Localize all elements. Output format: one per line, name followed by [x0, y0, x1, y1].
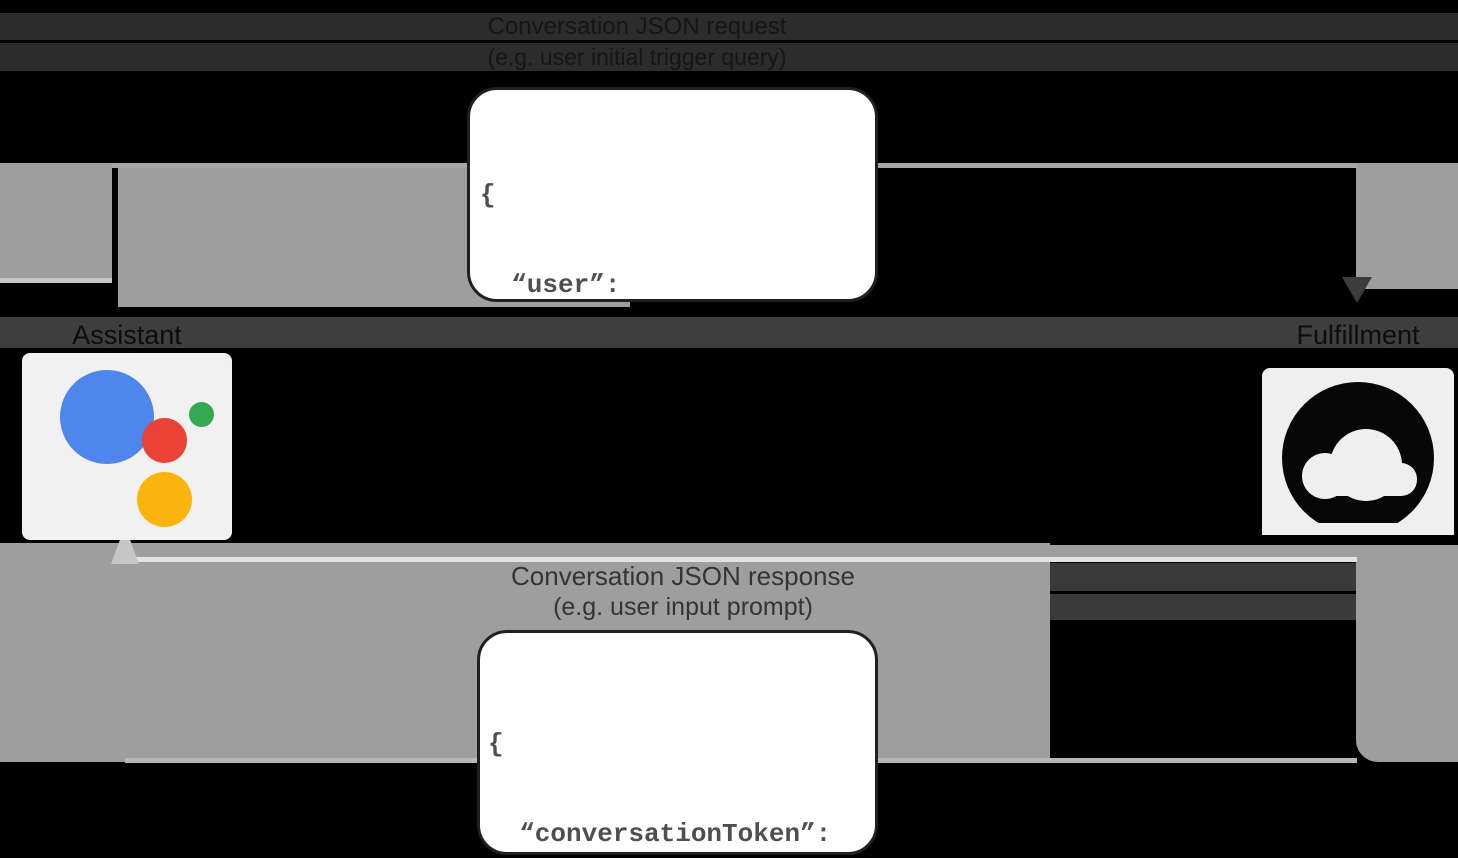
- response-band-right: [1356, 547, 1458, 762]
- cloud-logo-svg: [1262, 382, 1454, 535]
- row-tint-node-labels: [0, 317, 1458, 348]
- code-line: “conversationToken”:: [488, 819, 832, 849]
- request-title-line2: (e.g. user initial trigger query): [487, 44, 787, 70]
- request-band-left: [0, 163, 112, 283]
- response-title-line1: Conversation JSON response: [511, 561, 855, 591]
- response-title: Conversation JSON response (e.g. user in…: [383, 561, 983, 623]
- assistant-yellow-circle: [137, 472, 192, 527]
- code-line: {: [480, 180, 496, 210]
- assistant-red-circle: [142, 418, 187, 463]
- response-title-line2: (e.g. user input prompt): [553, 593, 813, 621]
- request-band-right: [1356, 163, 1458, 289]
- assistant-green-circle: [189, 402, 214, 427]
- row-tint-request-title-2: [0, 43, 1458, 71]
- code-line: “user”:: [480, 270, 621, 300]
- response-json-snippet: { “conversationToken”: “userStorage”: … …: [477, 630, 878, 855]
- assistant-blue-circle: [60, 370, 154, 464]
- request-json-snippet: { “user”: “device”: … }: [467, 87, 878, 302]
- request-arrowhead-down-icon: [1342, 277, 1372, 303]
- google-assistant-icon: [22, 353, 232, 540]
- fulfillment-cloud-icon: [1262, 368, 1454, 535]
- response-arrow-line: [125, 557, 1357, 562]
- request-title-line1: Conversation JSON request: [487, 13, 787, 40]
- fulfillment-label: Fulfillment: [1296, 320, 1420, 350]
- row-tint-request-title-1: [0, 13, 1458, 40]
- code-line: {: [488, 729, 504, 759]
- request-title: Conversation JSON request (e.g. user ini…: [337, 12, 937, 72]
- assistant-label: Assistant: [72, 320, 182, 350]
